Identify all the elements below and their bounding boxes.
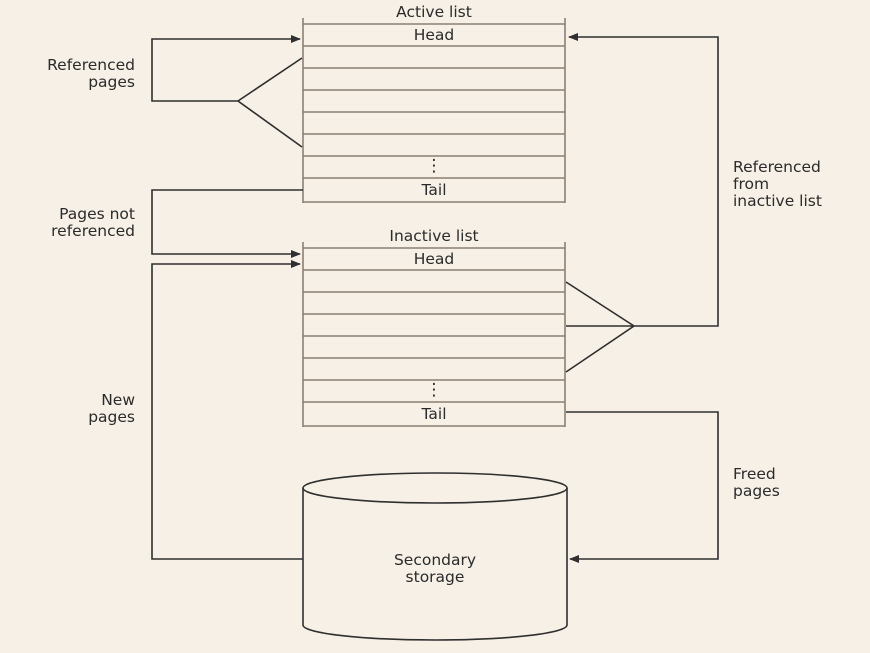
active-list-head: Head xyxy=(413,26,455,44)
active-list-title: Active list xyxy=(396,3,472,21)
active-list-table xyxy=(302,18,566,203)
inactive-list-table xyxy=(302,242,566,427)
active-list-tail: Tail xyxy=(421,181,447,199)
inactive-list-head: Head xyxy=(413,250,455,268)
new-pages-connector xyxy=(151,260,303,560)
secondary-storage-cylinder xyxy=(302,472,568,641)
referenced-from-inactive-connector xyxy=(566,37,719,373)
new-pages-label: New pages xyxy=(88,391,135,426)
secondary-storage-label: Secondary storage xyxy=(393,551,477,586)
inactive-list-title: Inactive list xyxy=(389,227,479,245)
active-list-ellipsis: ⋮ xyxy=(425,156,443,176)
freed-pages-label: Freed pages xyxy=(733,465,780,500)
referenced-pages-label: Referenced pages xyxy=(47,56,135,91)
pages-not-referenced-connector xyxy=(151,189,303,258)
inactive-list-ellipsis: ⋮ xyxy=(425,380,443,400)
freed-pages-connector xyxy=(566,411,719,563)
inactive-list-tail: Tail xyxy=(421,405,447,423)
referenced-from-inactive-label: Referenced from inactive list xyxy=(733,158,822,210)
referenced-pages-loop xyxy=(151,39,302,148)
pages-not-referenced-label: Pages not referenced xyxy=(51,205,135,240)
